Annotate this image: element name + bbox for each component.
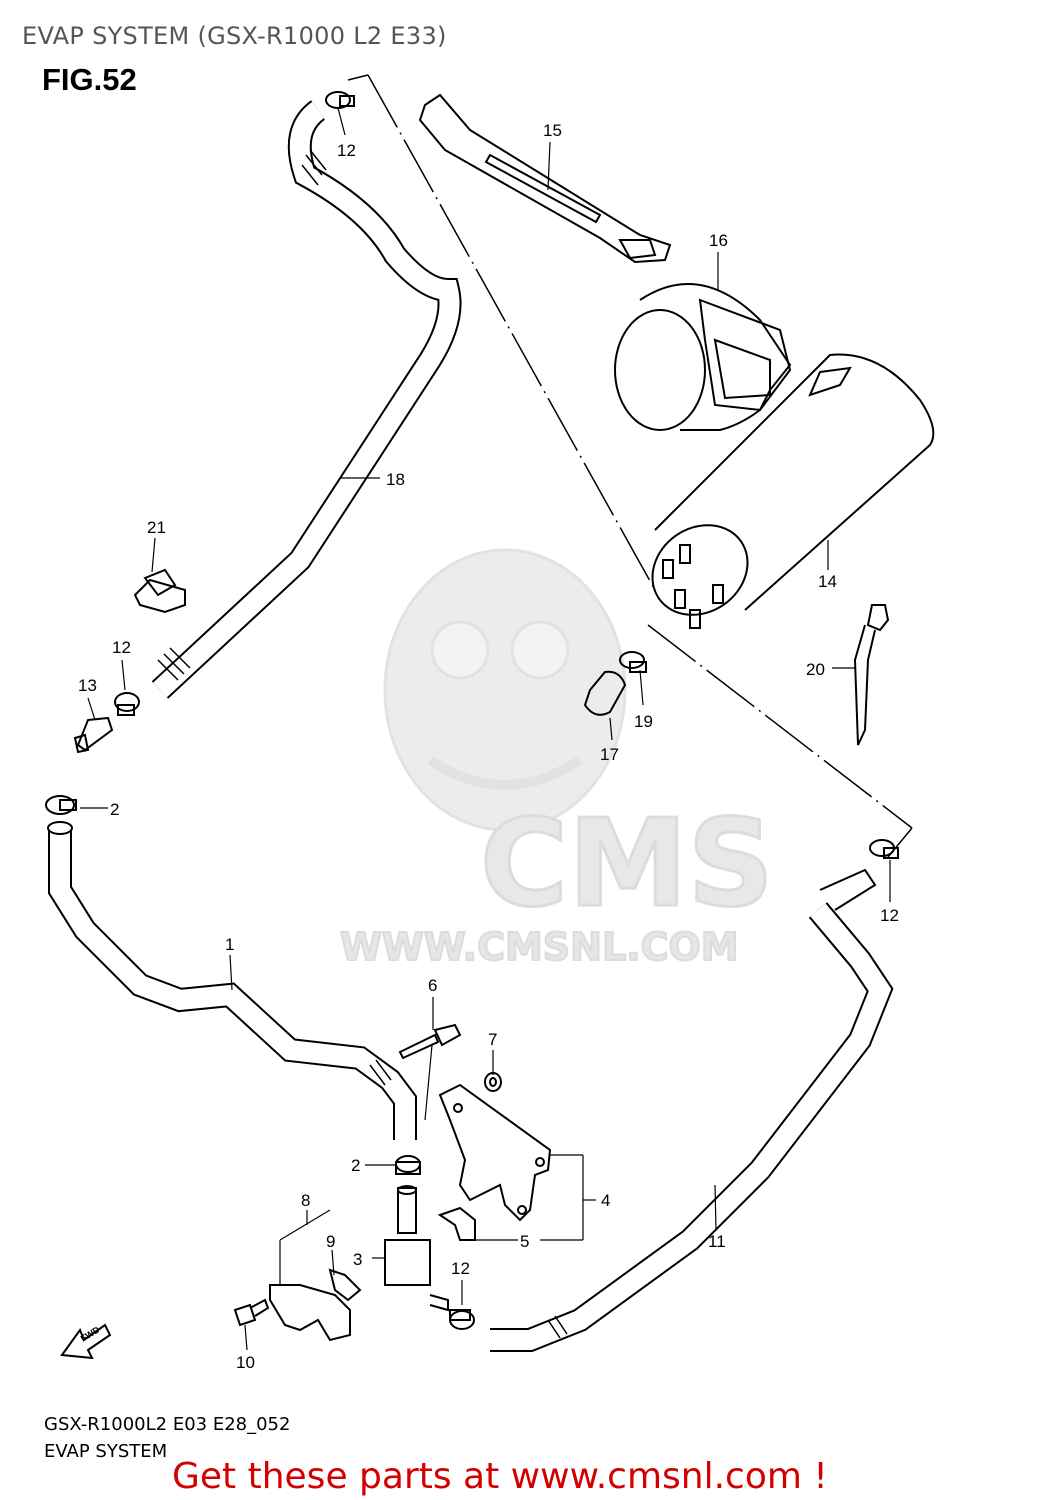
callout-1: 1 xyxy=(225,935,234,954)
watermark-brand: CMS xyxy=(480,795,774,934)
callout-12-left: 12 xyxy=(112,638,131,657)
diagram-code: GSX-R1000L2 E03 E28_052 xyxy=(44,1414,291,1435)
washer-7 xyxy=(484,1072,502,1092)
hose-1 xyxy=(47,821,417,1140)
callout-2-lower: 2 xyxy=(351,1156,360,1175)
callout-11: 11 xyxy=(708,1232,726,1251)
leader-lines xyxy=(80,107,891,1351)
bracket-9 xyxy=(328,1268,362,1302)
parts-link-banner[interactable]: Get these parts at www.cmsnl.com ! xyxy=(172,1456,828,1497)
callout-3: 3 xyxy=(353,1250,362,1269)
watermark-url: WWW.CMSNL.COM xyxy=(340,925,739,969)
callout-10: 10 xyxy=(236,1353,255,1372)
canister-14 xyxy=(651,353,935,629)
callout-12-lower: 12 xyxy=(451,1259,470,1278)
callout-15: 15 xyxy=(543,121,562,140)
cover-16 xyxy=(614,283,792,431)
clamp-12-lower xyxy=(449,1309,475,1330)
callout-7: 7 xyxy=(488,1030,497,1049)
clamp-2-top xyxy=(45,795,77,815)
clamp-12-left xyxy=(114,692,140,716)
screw-10 xyxy=(233,1298,270,1327)
callout-4: 4 xyxy=(601,1191,610,1210)
diagram-name: EVAP SYSTEM xyxy=(44,1441,168,1462)
callouts: 12 15 16 18 21 14 12 20 13 19 17 2 12 1 … xyxy=(78,121,899,1372)
clamp-12-top xyxy=(325,91,355,109)
callout-9: 9 xyxy=(326,1232,335,1251)
clamp-2-lower xyxy=(395,1155,421,1175)
callout-16: 16 xyxy=(709,231,728,250)
rivet-6 xyxy=(398,1023,462,1060)
clamp-12-right xyxy=(869,839,899,859)
callout-6: 6 xyxy=(428,976,437,995)
hose-17 xyxy=(583,670,627,716)
fitting-13 xyxy=(73,716,114,754)
bracket-5 xyxy=(437,1206,476,1241)
valve-3 xyxy=(384,1185,449,1312)
clamp-19 xyxy=(619,651,647,673)
bracket-4 xyxy=(438,1083,552,1222)
bracket-15 xyxy=(418,93,672,264)
callout-20: 20 xyxy=(806,660,825,679)
callout-18: 18 xyxy=(386,470,405,489)
hose-18 xyxy=(151,100,462,699)
callout-12-right: 12 xyxy=(880,906,899,925)
callout-8: 8 xyxy=(301,1191,310,1210)
fwd-arrow-icon: FWD xyxy=(60,1323,112,1360)
figure-label: FIG.52 xyxy=(42,62,137,97)
callout-2-top: 2 xyxy=(110,800,119,819)
watermark: CMS WWW.CMSNL.COM xyxy=(339,548,775,970)
callout-13: 13 xyxy=(78,676,97,695)
callout-17: 17 xyxy=(600,745,619,764)
callout-12-top: 12 xyxy=(337,141,356,160)
hose-11 xyxy=(490,868,894,1352)
callout-21: 21 xyxy=(147,518,166,537)
page-title: EVAP SYSTEM (GSX-R1000 L2 E33) xyxy=(22,22,447,50)
callout-19: 19 xyxy=(634,712,653,731)
callout-5: 5 xyxy=(520,1232,529,1251)
tie-20 xyxy=(853,604,890,746)
clip-21 xyxy=(133,568,186,614)
bracket-8 xyxy=(269,1284,351,1342)
callout-14: 14 xyxy=(818,572,837,591)
